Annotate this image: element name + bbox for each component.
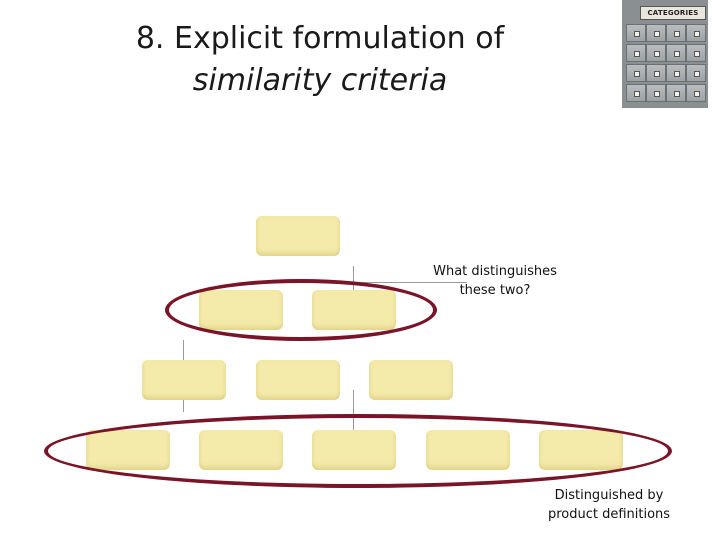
connector-line	[353, 266, 354, 290]
cabinet-drawer	[686, 64, 706, 82]
cabinet-drawer	[666, 64, 686, 82]
tree-node-root	[256, 216, 340, 256]
cabinet-drawer	[666, 24, 686, 42]
connector-line	[353, 390, 354, 430]
callout-leaf-note: Distinguished by product definitions	[547, 488, 671, 522]
tree-node-level3	[369, 360, 453, 400]
cabinet-drawer	[666, 84, 686, 102]
callout-siblings-question: What distinguishes these two?	[433, 264, 557, 298]
cabinet-drawer	[626, 24, 646, 42]
cabinet-drawer	[686, 84, 706, 102]
cabinet-drawer	[686, 24, 706, 42]
tree-node-level3	[142, 360, 226, 400]
cabinet-drawer	[646, 84, 666, 102]
cabinet-drawer	[626, 44, 646, 62]
slide-title-line2: similarity criteria	[192, 63, 448, 98]
cabinet-drawer	[666, 44, 686, 62]
cabinet-drawer	[626, 84, 646, 102]
cabinet-drawer	[686, 44, 706, 62]
highlight-ellipse-leaves	[44, 414, 672, 488]
cabinet-drawer	[646, 24, 666, 42]
cabinet-drawer	[646, 64, 666, 82]
highlight-ellipse-siblings	[165, 279, 437, 341]
filing-cabinet-icon: CATEGORIES	[622, 0, 708, 108]
slide-title: 8. Explicit formulation of similarity cr…	[60, 18, 580, 102]
slide-title-line1: 8. Explicit formulation of	[135, 21, 505, 56]
badge-label: CATEGORIES	[640, 6, 706, 20]
cabinet-drawer	[646, 44, 666, 62]
cabinet-drawer	[626, 64, 646, 82]
tree-node-level3	[256, 360, 340, 400]
